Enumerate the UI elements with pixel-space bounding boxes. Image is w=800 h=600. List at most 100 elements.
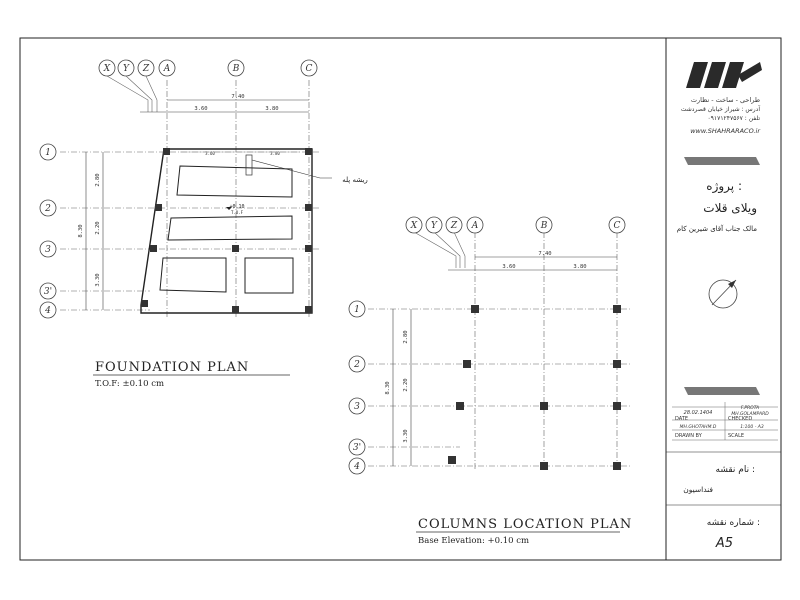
grid-bubble-z <box>137 59 155 77</box>
grid-bubble-x <box>405 216 423 234</box>
column <box>232 245 239 252</box>
dim-total-x: 7.40 <box>231 94 244 100</box>
checker-sub: MH.GOLAMPARD <box>731 411 769 417</box>
leader-x <box>106 75 149 112</box>
grid-bubble-z <box>445 216 463 234</box>
callout-leader <box>251 159 332 179</box>
foundation-opening-2 <box>167 215 293 241</box>
title-block: شراز طراحی - ساخت - نظارت آدرس : شیراز خ… <box>666 62 781 551</box>
grid-label-a: A <box>471 221 479 231</box>
dim-total-y: 8.30 <box>385 381 391 394</box>
column <box>141 300 148 307</box>
grid-bubble-2 <box>348 355 366 373</box>
dim-total-x: 7.40 <box>538 251 551 257</box>
grid-bubble-b <box>535 216 553 234</box>
sheet-name-label: نام نقشه : <box>716 465 756 475</box>
sheet-number: A5 <box>715 536 733 551</box>
beam-dim-right: 3.80 <box>270 151 280 156</box>
grid-label-1: 1 <box>354 305 360 315</box>
columns-location-plan: X Y Z A B C 7.40 3.60 3.80 8.30 2.80 2.2… <box>348 216 631 546</box>
foundation-outline <box>140 148 313 314</box>
foundation-opening-4 <box>244 257 294 294</box>
sheet-name: فنداسیون <box>683 485 713 494</box>
company-logo-text: شراز <box>722 91 725 93</box>
columns-plan-subtitle: Base Elevation: +0.10 cm <box>418 536 529 546</box>
dim-span-23: 2.20 <box>95 221 101 234</box>
dim-span-12: 2.80 <box>403 330 409 343</box>
grid-label-3p: 3' <box>44 287 52 297</box>
column <box>613 402 621 410</box>
column <box>613 462 621 470</box>
date-value: 28.02.1404 <box>684 410 713 416</box>
grid-label-c: C <box>614 221 621 231</box>
column <box>613 360 621 368</box>
company-website: www.SHAHRARACO.ir <box>690 127 761 135</box>
grid-bubble-2 <box>39 199 57 217</box>
project-name: ویلای قلات <box>703 201 757 216</box>
leader-z <box>453 231 466 268</box>
company-phone: تلفن : ۰۹۱۷۱۲۴۷۵۶۷ <box>707 115 760 122</box>
column <box>456 402 464 410</box>
dim-span-bc: 3.80 <box>265 106 278 112</box>
dim-total-y: 8.30 <box>78 224 84 237</box>
grid-label-z: Z <box>450 221 458 231</box>
column <box>305 148 312 155</box>
column <box>540 402 548 410</box>
column <box>155 204 162 211</box>
grid-label-2: 2 <box>44 204 51 214</box>
title-stripe <box>684 387 760 395</box>
grid-bubble-a <box>158 59 176 77</box>
spot-tag: T.O.F <box>231 210 244 215</box>
dim-span-34: 3.30 <box>95 273 101 286</box>
grid-label-3: 3 <box>45 245 51 255</box>
grid-bubble-3 <box>348 397 366 415</box>
grid-label-x: X <box>103 64 111 74</box>
callout-text: ریشه پله <box>342 176 368 184</box>
column <box>305 204 312 211</box>
foundation-opening-1 <box>176 165 293 198</box>
spot-level: +0.10 <box>229 204 244 210</box>
column <box>163 148 170 155</box>
company-address: آدرس : شیراز خیابان قصردشت <box>681 104 760 113</box>
grid-label-y: Y <box>431 221 438 231</box>
checker-value: F.PROTA <box>741 405 759 411</box>
dim-span-34: 3.30 <box>403 429 409 442</box>
scale-label: SCALE <box>728 433 744 439</box>
foundation-plan: X Y Z A B C 7.40 3.60 3.80 8.30 2.80 2.2… <box>39 59 368 389</box>
title-stripe <box>684 157 760 165</box>
column <box>305 245 312 252</box>
column <box>540 462 548 470</box>
checked-label: CHECKED <box>728 416 752 422</box>
grid-label-b: B <box>232 64 240 74</box>
leader-x <box>413 231 457 268</box>
column <box>613 305 621 313</box>
grid-label-1: 1 <box>45 148 51 158</box>
dim-span-ab: 3.60 <box>502 264 515 270</box>
grid-label-a: A <box>163 64 171 74</box>
grid-bubble-c <box>608 216 626 234</box>
leader-y <box>125 75 153 112</box>
project-label: پروژه : <box>706 179 742 194</box>
grid-label-x: X <box>410 221 418 231</box>
column <box>471 305 479 313</box>
grid-bubble-1 <box>39 143 57 161</box>
column <box>150 245 157 252</box>
grid-label-4: 4 <box>353 462 360 472</box>
date-label: DATE <box>675 416 688 422</box>
leader-y <box>433 231 461 268</box>
north-arrow-icon <box>708 279 738 309</box>
grid-label-3: 3 <box>354 402 360 412</box>
column <box>305 306 312 313</box>
grid-bubble-3p <box>348 438 366 456</box>
foundation-plan-subtitle: T.O.F: ±0.10 cm <box>95 379 164 389</box>
grid-bubble-4 <box>39 301 57 319</box>
dim-span-23: 2.20 <box>403 378 409 391</box>
grid-bubble-a <box>466 216 484 234</box>
dim-span-ab: 3.60 <box>194 106 207 112</box>
grid-bubble-y <box>117 59 135 77</box>
scale-value: 1:100 - A3 <box>740 424 764 430</box>
grid-bubble-3 <box>39 240 57 258</box>
stair-footing <box>245 154 253 176</box>
grid-bubble-3p <box>39 282 57 300</box>
